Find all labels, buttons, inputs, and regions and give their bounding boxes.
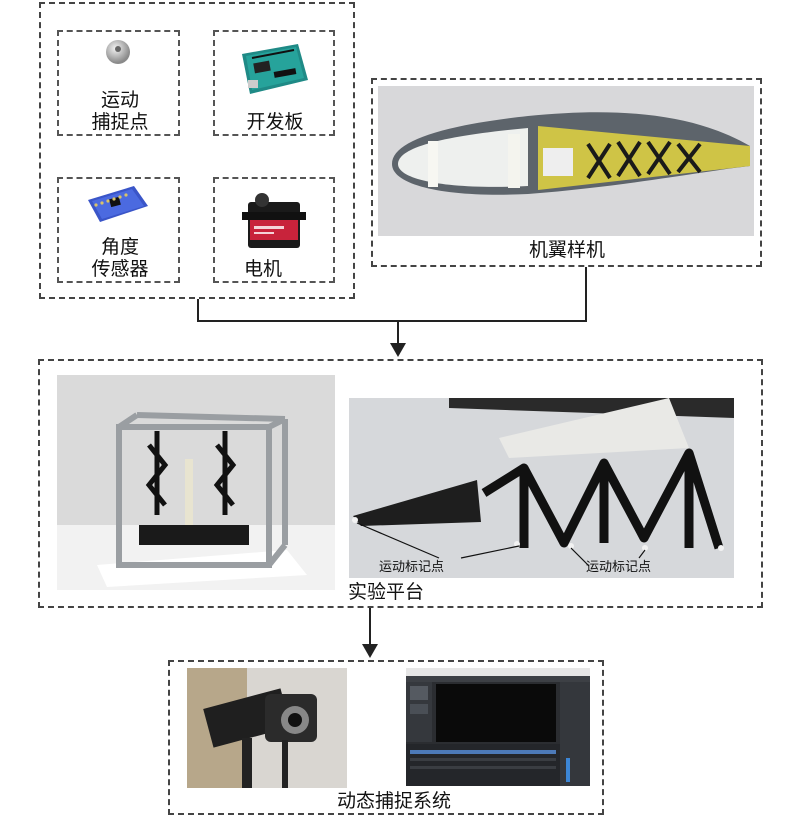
board-label: 开发板: [246, 111, 304, 133]
capture-system-group: [168, 660, 604, 815]
servo-motor-icon: [242, 193, 306, 248]
capture-system-label: 动态捕捉系统: [336, 790, 451, 812]
sensor-label-line1: 角度: [100, 236, 139, 258]
marker-label-line1: 运动: [100, 89, 139, 111]
wing-sample-label: 机翼样机: [528, 239, 605, 261]
marker-pointer-lines: [356, 522, 646, 567]
marker-label-left: 运动标记点: [379, 560, 445, 575]
sensor-box: [57, 177, 180, 283]
angle-sensor-icon: [88, 186, 148, 222]
platform-group: [38, 359, 763, 608]
capture-camera-photo: [187, 668, 347, 788]
connector-center-down: [397, 320, 399, 344]
board-box: [213, 30, 335, 136]
capture-software-screenshot: [406, 668, 590, 786]
platform-label: 实验平台: [347, 581, 424, 603]
sensor-label-line2: 传感器: [91, 258, 149, 280]
connector-right-down: [585, 267, 587, 321]
marker-label-line2: 捕捉点: [91, 111, 149, 133]
connector-platform-to-capture: [369, 608, 371, 646]
motor-box: [213, 177, 335, 283]
arrow-to-platform: [390, 343, 406, 357]
connector-horizontal: [197, 320, 587, 322]
components-group: [39, 2, 355, 299]
platform-frame-photo: [57, 375, 335, 590]
arrow-to-capture: [362, 644, 378, 658]
wing-sample-photo: [378, 86, 754, 236]
platform-mechanism-photo: [349, 398, 734, 578]
marker-ball-icon: [106, 40, 130, 64]
marker-box: [57, 30, 180, 136]
motor-label: 电机: [243, 258, 282, 280]
dev-board-icon: [242, 44, 308, 94]
connector-left-down: [197, 299, 199, 321]
marker-label-right: 运动标记点: [586, 560, 652, 575]
wing-sample-group: [371, 78, 762, 267]
